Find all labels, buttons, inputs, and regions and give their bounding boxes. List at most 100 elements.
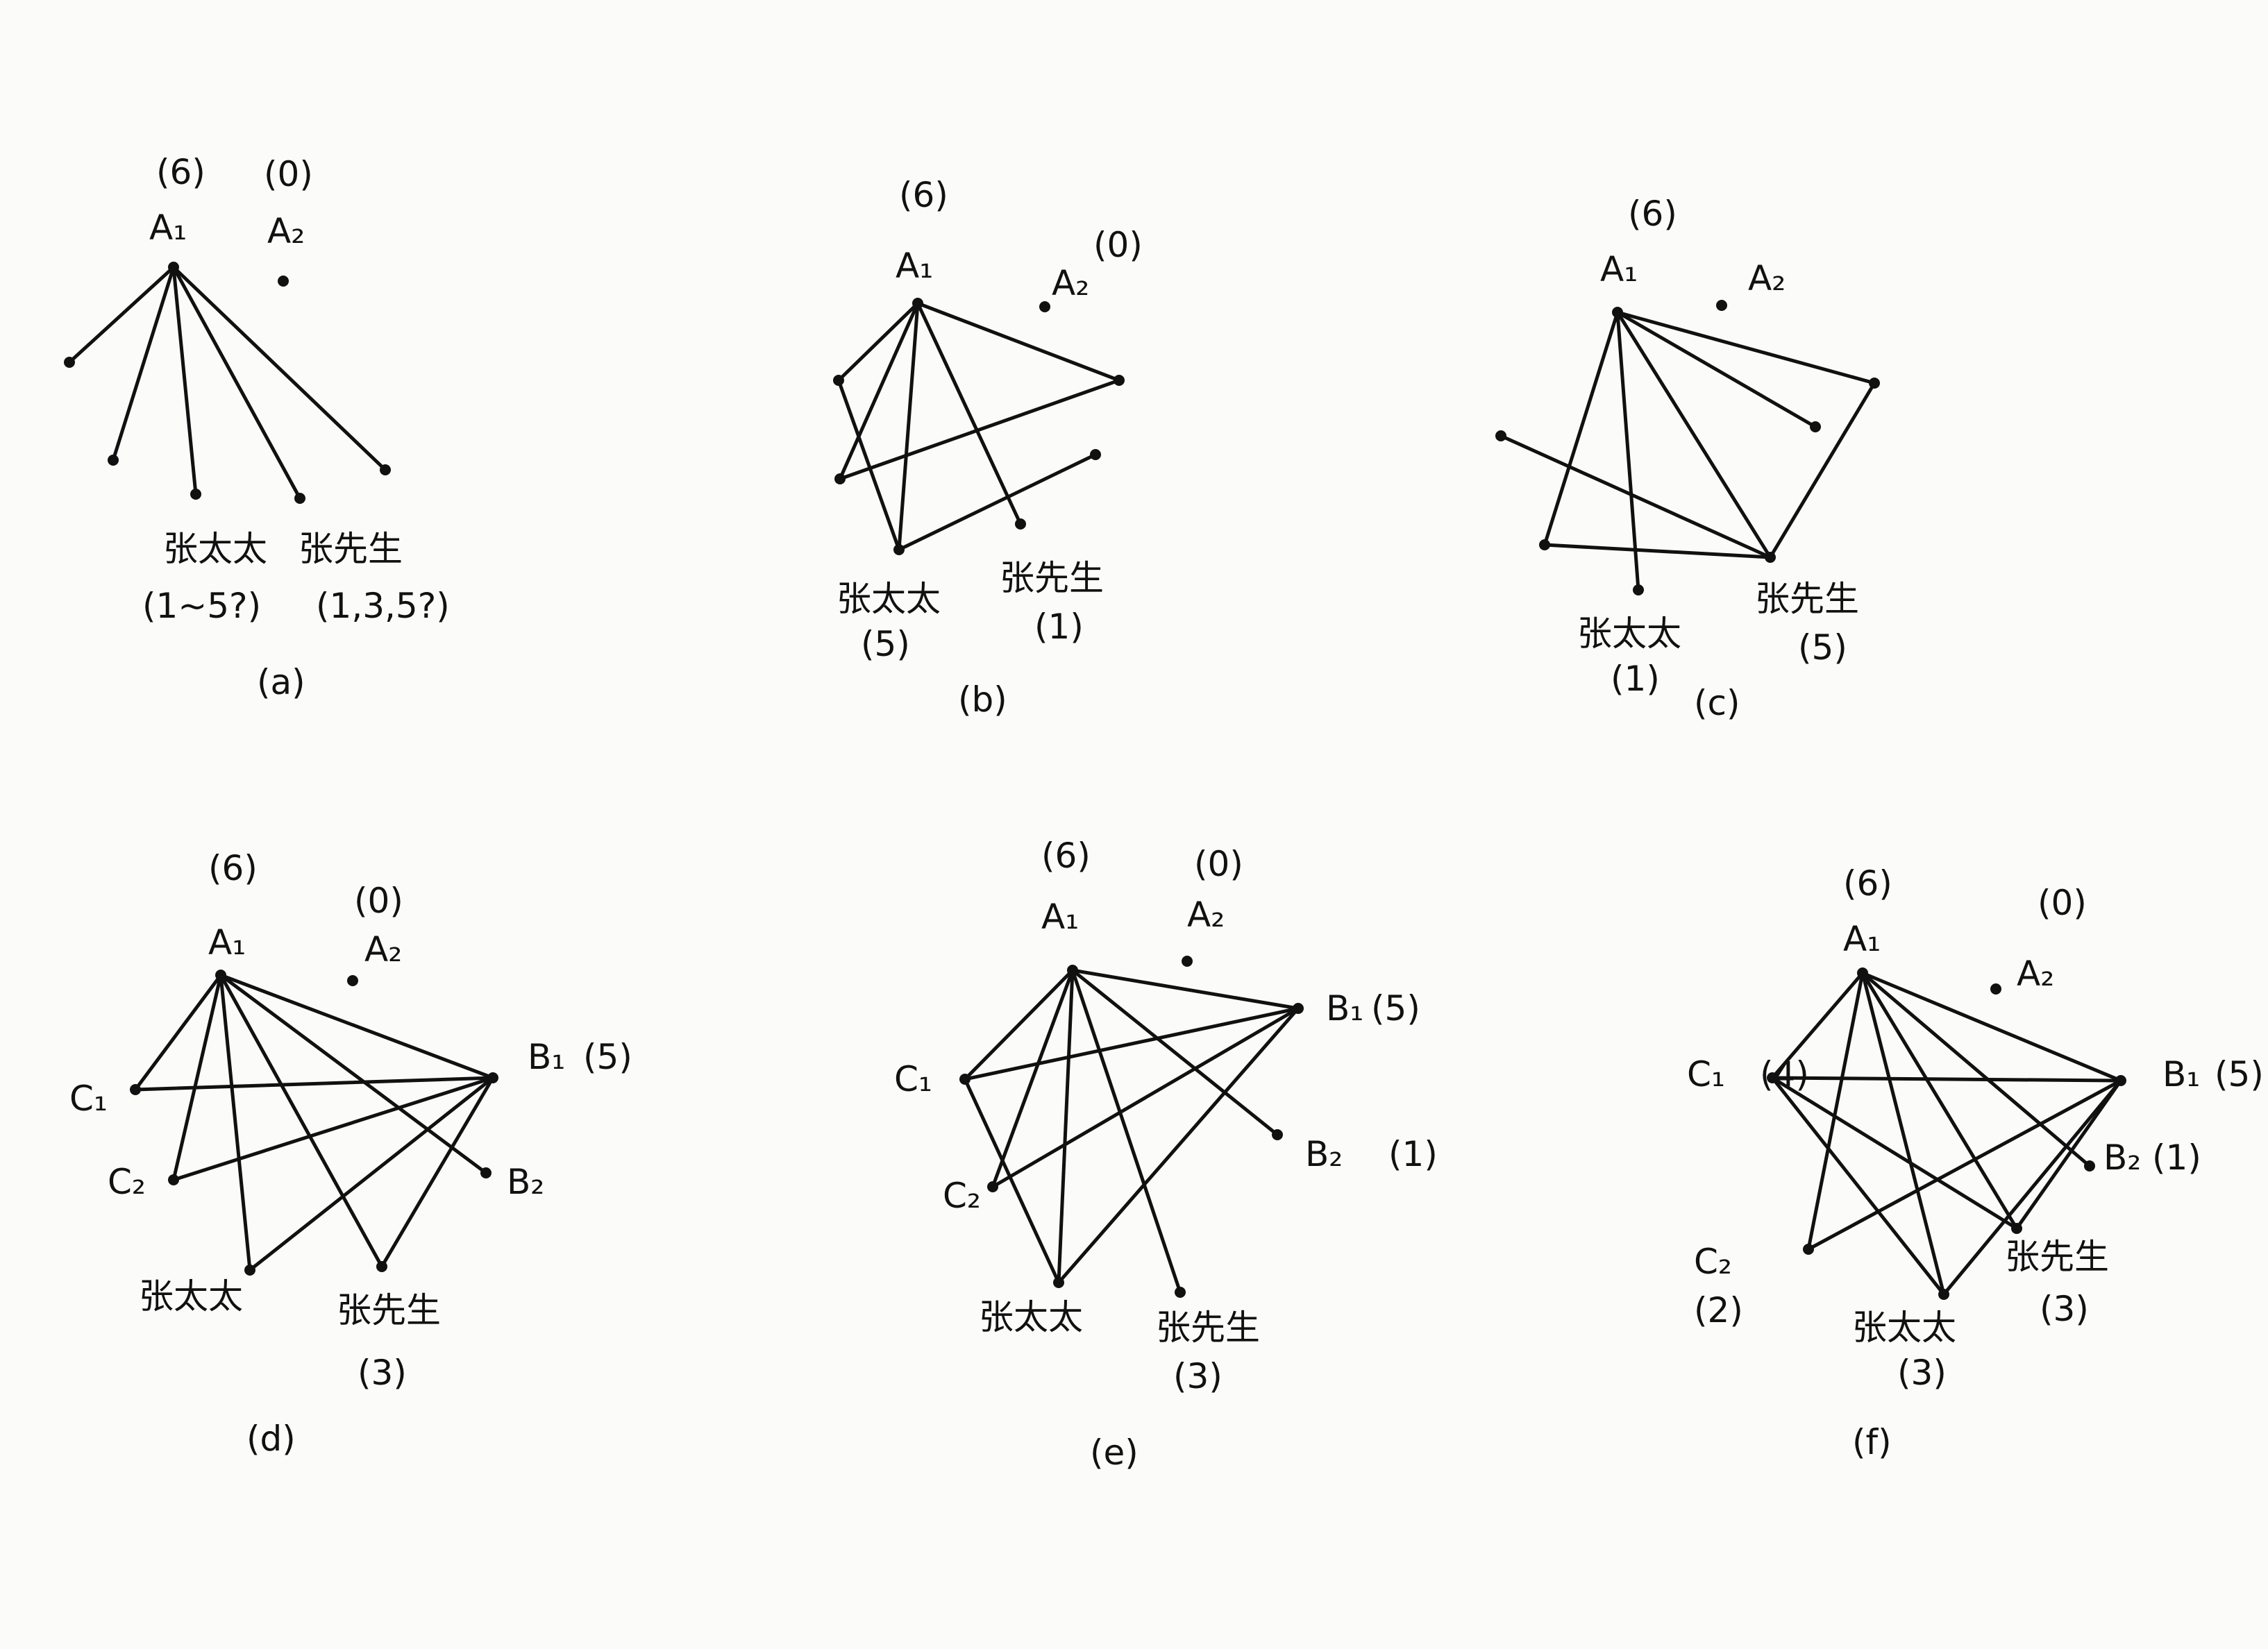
node-value-A1: (6) [1628, 194, 1677, 234]
node-zt [1633, 584, 1644, 595]
node-p3 [294, 493, 305, 504]
edge-A1-B2 [1070, 968, 1279, 1137]
node-A2 [1039, 301, 1050, 312]
edge-A1-C1 [1770, 971, 1865, 1080]
node-value-zx: (1,3,5?) [316, 586, 450, 626]
edge-A1-C2 [1806, 971, 1865, 1251]
node-label-C2: C₂ [108, 1162, 146, 1202]
node-value-A1: (6) [1843, 863, 1892, 904]
node-B1 [487, 1072, 498, 1083]
node-p1 [64, 357, 75, 368]
node-A2 [1182, 956, 1193, 967]
diagram-b: A₁(6)A₂(0)张太太(5)张先生(1)(b) [833, 175, 1143, 720]
node-A2 [1990, 983, 2001, 995]
node-label-zt: 张太太 [837, 579, 941, 619]
edge-A1-zt [1615, 310, 1640, 592]
node-value-A2: (0) [1194, 844, 1243, 884]
node-zt [893, 544, 905, 555]
node-value-A2: (0) [2038, 883, 2087, 923]
edge-A1-r1 [1615, 310, 1876, 385]
node-label-A2: A₂ [364, 929, 402, 970]
edge-A1-C1 [133, 973, 223, 1092]
edge-zt-B1 [248, 1076, 495, 1272]
node-label-A1: A₁ [208, 922, 246, 963]
node-C1 [959, 1074, 971, 1085]
node-value-B1: (5) [2215, 1054, 2264, 1094]
node-B1 [1293, 1003, 1304, 1014]
node-value-zx: (3) [358, 1353, 407, 1393]
node-value-C2: (2) [1694, 1290, 1743, 1330]
node-label-A1: A₁ [149, 208, 187, 248]
node-value-zt: (5) [861, 624, 910, 664]
edge-A1-zt [1057, 968, 1075, 1285]
node-label-zt: 张太太 [1577, 614, 1681, 654]
node-label-zx: 张先生 [1000, 558, 1104, 598]
edge-r1-zx [1768, 381, 1876, 559]
node-label-C1: C₁ [894, 1059, 932, 1099]
node-label-zx: 张先生 [299, 529, 403, 569]
diagram-caption: (b) [958, 679, 1007, 720]
node-zx [2011, 1223, 2022, 1234]
node-label-zt: 张太太 [1852, 1308, 1956, 1348]
node-label-A2: A₂ [1052, 263, 1089, 303]
edge-C1-B1 [963, 1006, 1300, 1081]
node-label-zt: 张太太 [979, 1297, 1083, 1337]
node-A1 [215, 970, 226, 981]
node-zx [1175, 1287, 1186, 1298]
node-B2 [1272, 1129, 1283, 1140]
node-label-zx: 张先生 [1156, 1308, 1260, 1348]
node-label-A2: A₂ [1187, 895, 1225, 935]
node-label-zx: 张先生 [1755, 579, 1859, 619]
node-label-C1: C₁ [69, 1079, 108, 1119]
edge-A1-r2 [1615, 310, 1817, 429]
edge-l2-r1 [838, 378, 1121, 481]
node-label-B2: B₂ [1305, 1134, 1343, 1174]
edge-A1-zx [219, 973, 384, 1269]
node-value-B2: (1) [2152, 1138, 2201, 1178]
diagram-caption: (f) [1852, 1422, 1892, 1462]
node-p4 [380, 464, 391, 475]
node-value-zx: (3) [1173, 1356, 1223, 1396]
edge-A1-C1 [963, 968, 1075, 1081]
node-zx [1765, 552, 1776, 563]
node-value-A1: (6) [208, 848, 258, 888]
node-A2 [278, 276, 289, 287]
node-C1 [1767, 1072, 1778, 1083]
node-label-B1: B₁ [2162, 1054, 2200, 1094]
node-l1 [1495, 430, 1506, 441]
edge-zx-B1 [380, 1076, 495, 1269]
node-l1 [833, 375, 844, 386]
edge-A1-B1 [1070, 968, 1300, 1010]
edge-A1-B1 [219, 973, 495, 1080]
edge-A1-p4 [171, 265, 387, 472]
node-r2 [1810, 421, 1821, 432]
edge-A1-C2 [171, 973, 223, 1182]
edge-C2-B1 [1806, 1079, 2123, 1251]
node-label-B2: B₂ [2103, 1138, 2141, 1178]
edge-A1-zx [1860, 971, 2019, 1231]
node-label-A2: A₂ [267, 211, 305, 251]
edge-A1-zt [1860, 971, 1946, 1296]
node-label-A1: A₁ [1041, 897, 1079, 937]
node-label-A2: A₂ [2017, 954, 2054, 994]
edge-A1-zt [219, 973, 252, 1272]
node-value-zt: (3) [1897, 1353, 1947, 1393]
node-A2 [347, 975, 358, 986]
node-A1 [1857, 967, 1868, 979]
node-zt [190, 489, 201, 500]
node-r1 [1869, 378, 1880, 389]
edge-A1-l1 [837, 301, 920, 382]
edge-C1-zt [1770, 1076, 1946, 1296]
edge-C1-zx [1770, 1076, 2019, 1231]
node-A1 [1067, 965, 1078, 976]
node-label-zt: 张太太 [139, 1276, 243, 1317]
edge-A1-p1 [67, 265, 176, 364]
diagram-f: A₁(6)A₂(0)C₁(4)C₂(2)张太太(3)张先生(3)B₂(1)B₁(… [1687, 863, 2264, 1462]
node-C1 [130, 1084, 141, 1095]
node-label-C1: C₁ [1687, 1054, 1725, 1094]
node-A2 [1716, 300, 1727, 311]
edge-A1-zt [171, 265, 198, 496]
edge-C1-B1 [133, 1076, 495, 1092]
node-label-B2: B₂ [507, 1162, 544, 1202]
node-label-B1: B₁ [1326, 988, 1363, 1029]
